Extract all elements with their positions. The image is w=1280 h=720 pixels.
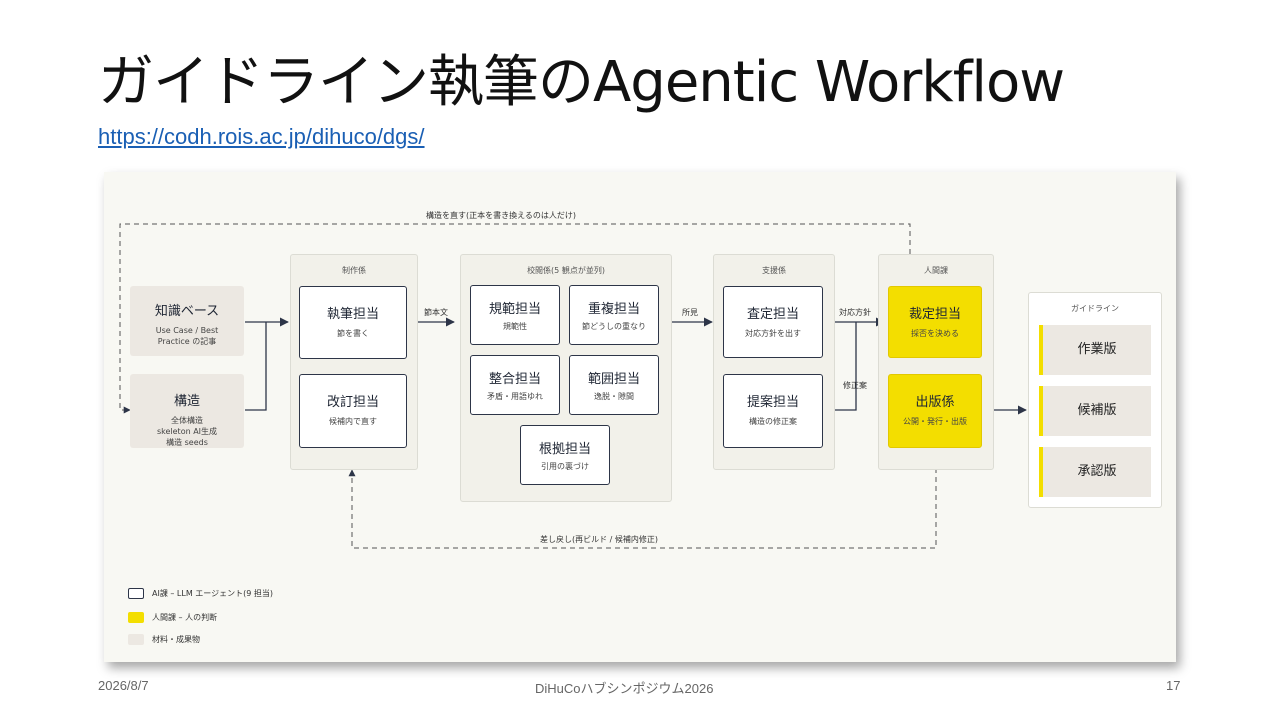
- propose-box: 提案担当 構造の修正案: [723, 374, 823, 448]
- writer-box: 執筆担当 節を書く: [299, 286, 407, 359]
- edge-label-revision: 修正案: [843, 381, 867, 390]
- human-group-label: 人間課: [924, 266, 948, 275]
- decide-box: 裁定担当 採否を決める: [888, 286, 982, 358]
- output-candidate-version: 候補版: [1039, 386, 1151, 436]
- legend-human-swatch: [128, 612, 144, 623]
- support-group-label: 支援係: [762, 266, 786, 275]
- evidence-box: 根拠担当 引用の裏づけ: [520, 425, 610, 485]
- footer-page-number: 17: [1166, 678, 1181, 693]
- legend-ai-label: AI課 – LLM エージェント(9 担当): [152, 589, 273, 598]
- duplicate-box: 重複担当 節どうしの重なり: [569, 285, 659, 345]
- reference-link[interactable]: https://codh.rois.ac.jp/dihuco/dgs/: [98, 124, 425, 149]
- legend-ai-swatch: [128, 588, 144, 599]
- scope-box: 範囲担当 逸脱・隙間: [569, 355, 659, 415]
- consistency-box: 整合担当 矛盾・用語ゆれ: [470, 355, 560, 415]
- norms-title: 規範担当: [488, 302, 541, 317]
- output-approved-version: 承認版: [1039, 447, 1151, 497]
- publish-box: 出版係 公開・発行・出版: [888, 374, 982, 448]
- scope-title: 範囲担当: [587, 372, 640, 387]
- structure-card: 構造 全体構造 skeleton AI生成構造 seeds: [130, 374, 244, 448]
- assess-box: 査定担当 対応方針を出す: [723, 286, 823, 358]
- legend-material-label: 材料・成果物: [152, 635, 200, 644]
- propose-title: 提案担当: [746, 395, 799, 410]
- publish-sub: 公開・発行・出版: [903, 417, 967, 426]
- legend-material-swatch: [128, 634, 144, 645]
- knowledge-base-sub: Use Case / Best Practice の記事: [155, 326, 219, 346]
- duplicate-sub: 節どうしの重なり: [582, 322, 646, 331]
- propose-sub: 構造の修正案: [749, 417, 797, 426]
- footer-event: DiHuCoハブシンポジウム2026: [535, 681, 714, 696]
- bottom-loop-label: 差し戻し(再ビルド / 候補内修正): [540, 535, 659, 544]
- assess-title: 査定担当: [746, 307, 799, 322]
- guideline-panel-label: ガイドライン: [1071, 304, 1119, 313]
- writer-title: 執筆担当: [326, 307, 379, 322]
- norms-sub: 規範性: [503, 322, 527, 331]
- output-working-version: 作業版: [1039, 325, 1151, 375]
- consistency-title: 整合担当: [488, 372, 541, 387]
- structure-sub: 全体構造 skeleton AI生成構造 seeds: [156, 416, 218, 447]
- legend-human-label: 人間課 – 人の判断: [152, 613, 218, 622]
- consistency-sub: 矛盾・用語ゆれ: [487, 392, 543, 401]
- norms-box: 規範担当 規範性: [470, 285, 560, 345]
- reviser-box: 改訂担当 候補内で直す: [299, 374, 407, 448]
- legend-material: 材料・成果物: [128, 634, 200, 645]
- bottom-loop-line: [348, 468, 937, 549]
- production-group-label: 制作係: [342, 266, 366, 275]
- review-group-label: 校閲係(5 観点が並列): [527, 266, 605, 275]
- top-loop-label: 構造を直す(正本を書き換えるのは人だけ): [426, 211, 577, 220]
- assess-sub: 対応方針を出す: [745, 329, 801, 338]
- edge-label-findings: 所見: [682, 308, 698, 317]
- decide-title: 裁定担当: [908, 307, 961, 322]
- legend-ai: AI課 – LLM エージェント(9 担当): [128, 588, 273, 599]
- reviser-sub: 候補内で直す: [329, 417, 377, 426]
- scope-sub: 逸脱・隙間: [594, 392, 634, 401]
- writer-sub: 節を書く: [337, 329, 369, 338]
- knowledge-base-title: 知識ベース: [154, 304, 220, 319]
- edge-label-body-text: 節本文: [424, 308, 448, 317]
- slide-title: ガイドライン執筆のAgentic Workflow: [98, 50, 1065, 115]
- top-loop-line: [119, 223, 911, 414]
- edge-label-policy: 対応方針: [839, 308, 871, 317]
- evidence-sub: 引用の裏づけ: [541, 462, 589, 471]
- workflow-diagram: 構造を直す(正本を書き換えるのは人だけ) 差し戻し(再ビルド / 候補内修正) …: [104, 172, 1176, 662]
- knowledge-base-card: 知識ベース Use Case / Best Practice の記事: [130, 286, 244, 356]
- structure-title: 構造: [173, 394, 200, 409]
- duplicate-title: 重複担当: [587, 302, 640, 317]
- reviser-title: 改訂担当: [326, 395, 379, 410]
- guideline-panel: ガイドライン 作業版 候補版 承認版: [1028, 292, 1162, 508]
- legend-human: 人間課 – 人の判断: [128, 612, 217, 623]
- publish-title: 出版係: [915, 395, 955, 410]
- structure-to-writer: [245, 322, 267, 411]
- decide-sub: 採否を決める: [911, 329, 959, 338]
- footer-date: 2026/8/7: [98, 678, 149, 693]
- evidence-title: 根拠担当: [538, 442, 591, 457]
